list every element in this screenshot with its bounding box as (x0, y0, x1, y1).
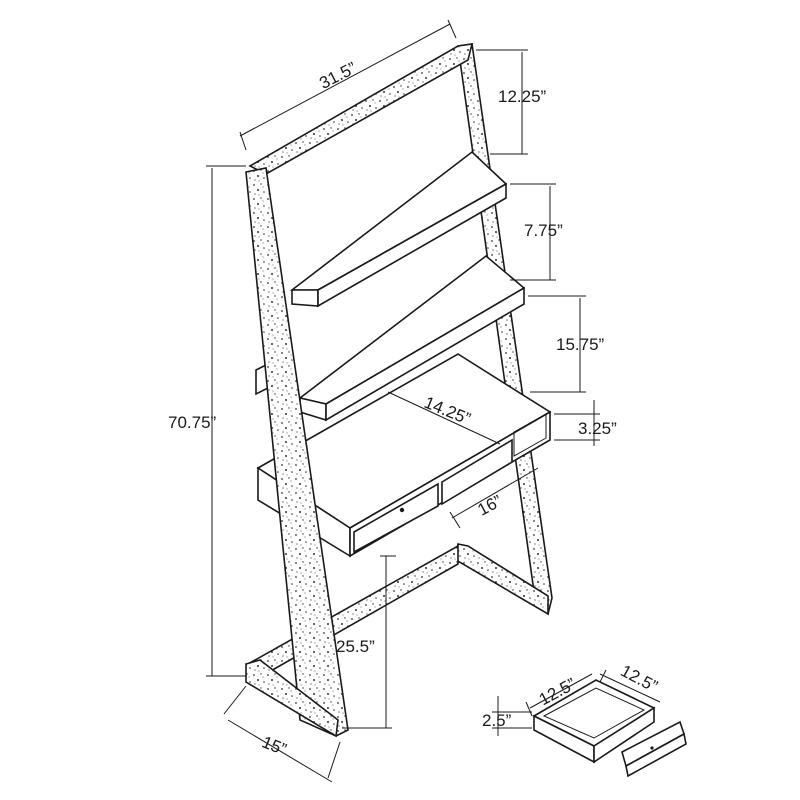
label-drawer-depth: 12.5” (618, 661, 661, 696)
dimension-lines (206, 19, 600, 783)
front-left-leg (245, 167, 349, 737)
label-shelf-gap-upper: 7.75” (524, 221, 563, 240)
label-desk-height: 25.5” (336, 637, 375, 656)
label-desk-depth: 16” (474, 491, 505, 519)
upper-shelf (289, 150, 508, 308)
label-shelf-gap-lower: 15.75” (556, 335, 605, 354)
base-side-rail (246, 544, 459, 677)
drawer-knob (399, 507, 405, 513)
drawer-detail: 12.5” 12.5” 2.5” (482, 661, 687, 778)
base-front-rail (245, 659, 339, 738)
drawer-front-left (353, 482, 439, 554)
label-drawer-height: 3.25” (578, 419, 617, 438)
drawer-front-right (441, 438, 513, 506)
label-total-height: 70.75” (168, 413, 217, 432)
label-base-depth: 15” (259, 732, 289, 759)
label-top-width: 31.5” (316, 58, 359, 93)
middle-shelf (255, 254, 526, 422)
top-crossbar (248, 43, 474, 175)
label-drawer-box-height: 2.5” (482, 711, 512, 730)
label-top-gap: 12.25” (498, 87, 547, 106)
